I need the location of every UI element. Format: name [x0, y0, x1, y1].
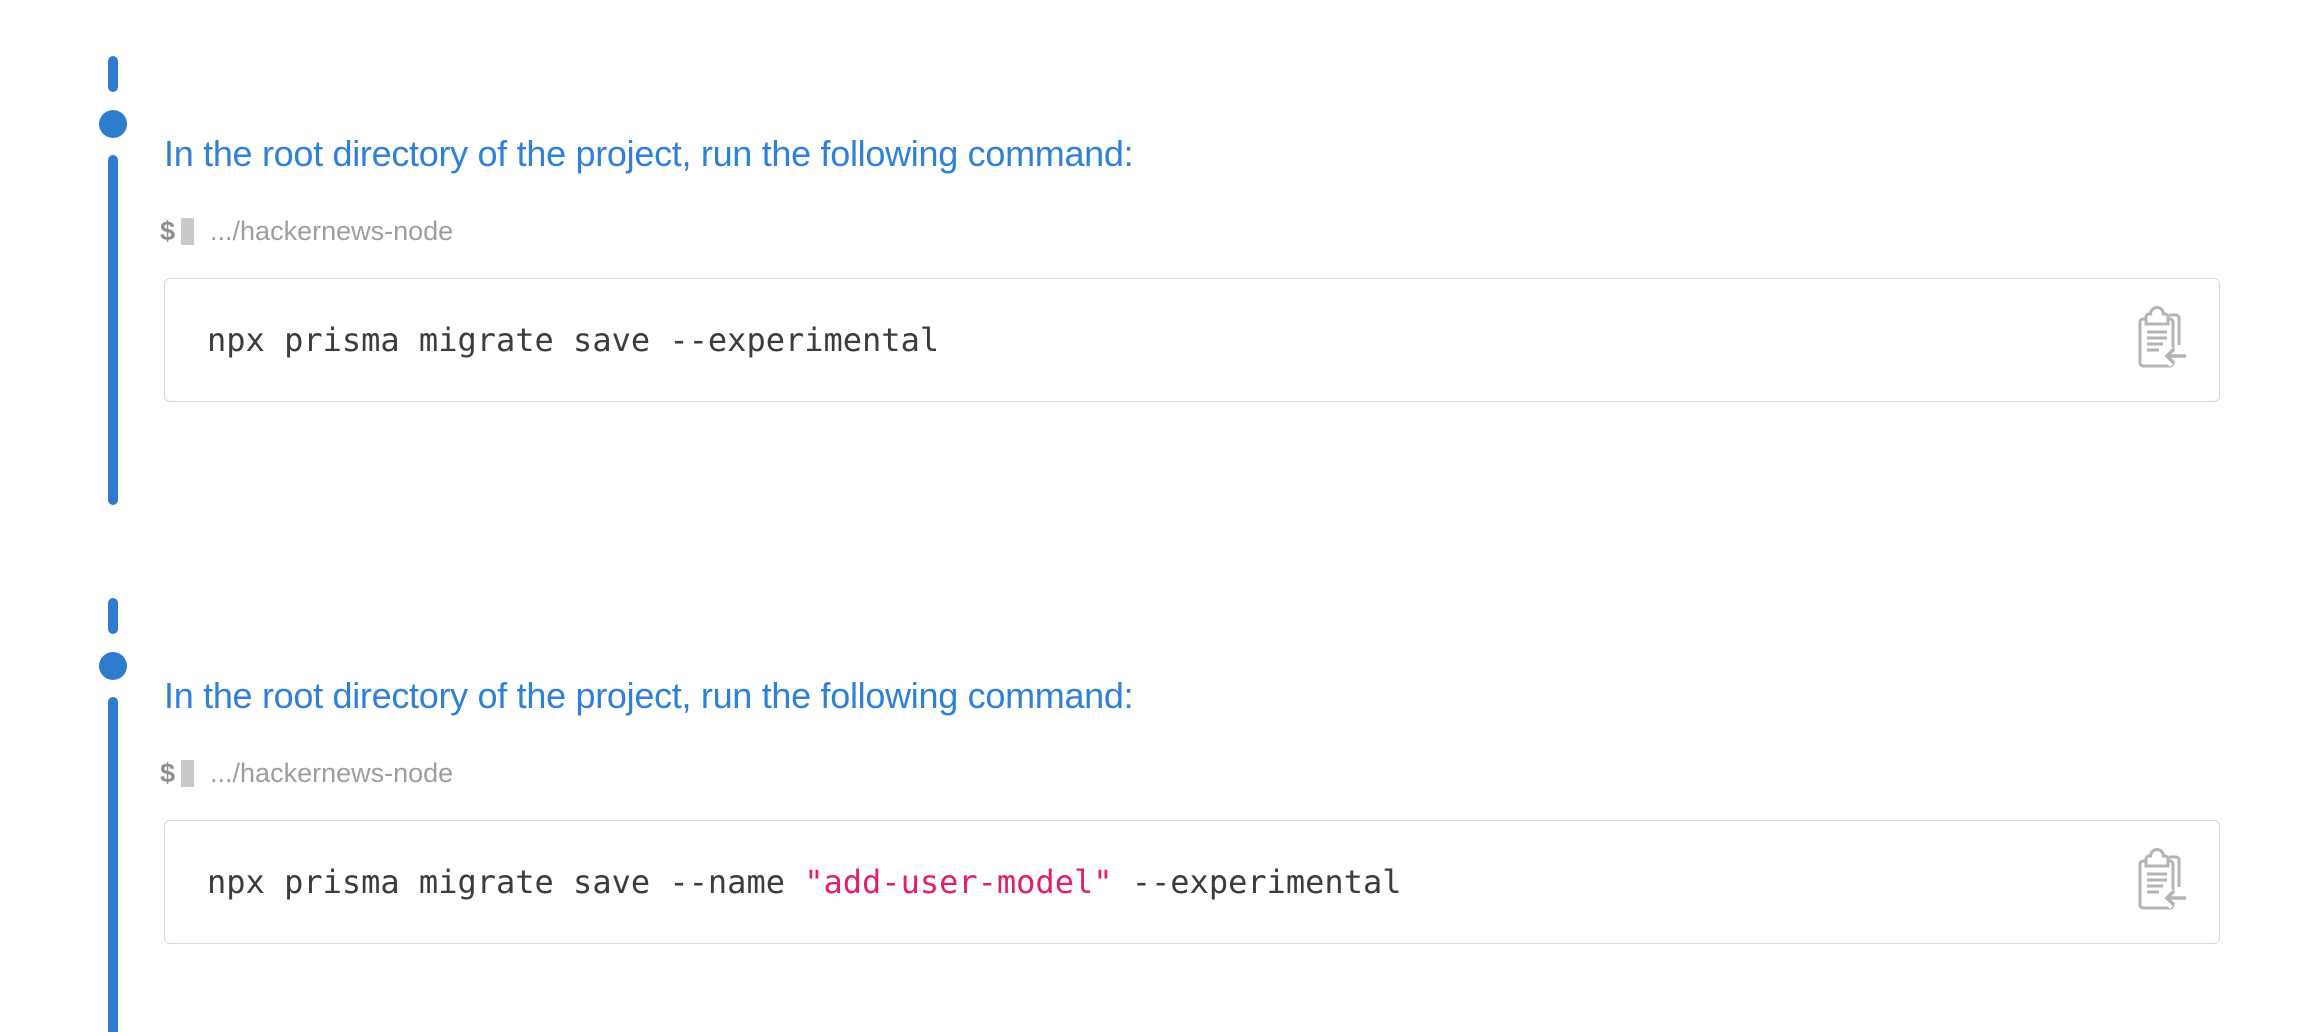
code-command: npx prisma migrate save --experimental	[207, 321, 939, 359]
timeline-rail	[108, 697, 118, 1032]
copy-button[interactable]	[2133, 848, 2189, 916]
terminal-context-line: $ .../hackernews-node	[160, 214, 453, 248]
terminal-path: .../hackernews-node	[210, 758, 454, 788]
timeline-bullet-dot	[99, 652, 127, 680]
terminal-cursor-block	[181, 218, 195, 245]
tutorial-step: In the root directory of the project, ru…	[0, 598, 2300, 1032]
timeline-segment	[108, 598, 118, 634]
terminal-path: .../hackernews-node	[210, 216, 454, 246]
instruction-heading: In the root directory of the project, ru…	[164, 132, 1134, 174]
code-block: npx prisma migrate save --name "add-user…	[164, 820, 2220, 944]
terminal-prompt: $	[160, 758, 176, 788]
clipboard-arrow-icon	[2133, 848, 2189, 916]
timeline-rail	[108, 155, 118, 505]
timeline-segment	[108, 56, 118, 92]
terminal-prompt: $	[160, 216, 176, 246]
tutorial-step: In the root directory of the project, ru…	[0, 56, 2300, 536]
code-token: --experimental	[1112, 863, 1402, 901]
code-block: npx prisma migrate save --experimental	[164, 278, 2220, 402]
code-token: npx prisma migrate save --name	[207, 863, 805, 901]
terminal-context-line: $ .../hackernews-node	[160, 756, 453, 790]
timeline-bullet-dot	[99, 110, 127, 138]
instruction-heading: In the root directory of the project, ru…	[164, 674, 1134, 716]
terminal-cursor-block	[181, 760, 195, 787]
copy-button[interactable]	[2133, 306, 2189, 374]
code-command: npx prisma migrate save --name "add-user…	[207, 863, 1401, 901]
clipboard-arrow-icon	[2133, 306, 2189, 374]
code-token: npx prisma migrate save --experimental	[207, 321, 940, 359]
code-token-string: "add-user-model"	[804, 863, 1113, 901]
